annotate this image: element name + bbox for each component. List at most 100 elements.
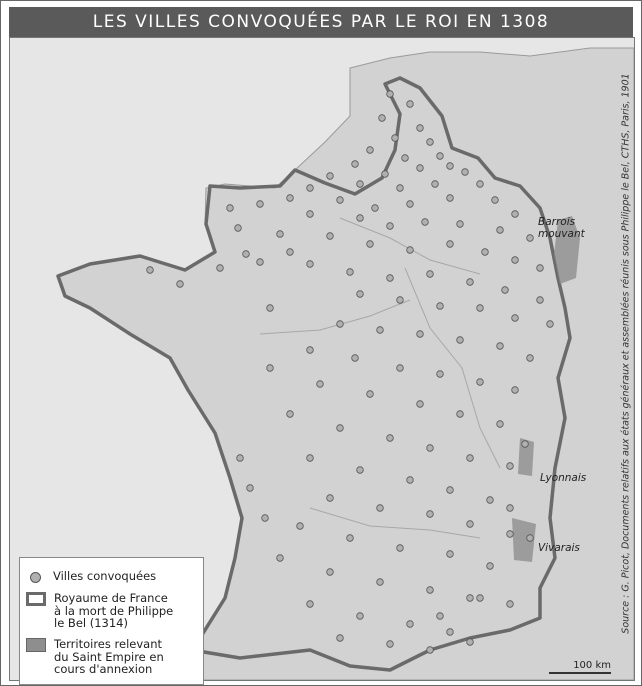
town-dot: [546, 320, 554, 328]
town-dot: [286, 194, 294, 202]
empire-barrois: [554, 216, 580, 284]
town-dot: [526, 234, 534, 242]
town-dot: [306, 454, 314, 462]
town-dot: [496, 342, 504, 350]
town-dot: [506, 600, 514, 608]
town-dot: [376, 504, 384, 512]
town-dot: [446, 486, 454, 494]
map-title: LES VILLES CONVOQUÉES PAR LE ROI EN 1308: [9, 7, 633, 37]
town-dot: [466, 638, 474, 646]
kingdom-swatch-icon: [26, 592, 46, 606]
town-dot: [356, 180, 364, 188]
town-dot: [506, 462, 514, 470]
town-dot: [506, 530, 514, 538]
town-dot-icon: [30, 572, 41, 583]
town-dot: [391, 134, 399, 142]
town-dot: [246, 484, 254, 492]
town-dot: [526, 354, 534, 362]
town-dot: [466, 278, 474, 286]
town-dot: [506, 504, 514, 512]
town-dot: [176, 280, 184, 288]
town-dot: [266, 364, 274, 372]
town-dot: [466, 594, 474, 602]
town-dot: [306, 210, 314, 218]
town-dot: [456, 410, 464, 418]
town-dot: [306, 600, 314, 608]
town-dot: [366, 240, 374, 248]
town-dot: [436, 612, 444, 620]
town-dot: [234, 224, 242, 232]
river: [309, 507, 481, 539]
town-dot: [406, 100, 414, 108]
town-dot: [306, 184, 314, 192]
town-dot: [376, 326, 384, 334]
legend-kingdom-line-2: à la mort de Philippe: [54, 603, 174, 618]
town-dot: [396, 184, 404, 192]
town-dot: [511, 210, 519, 218]
label-barrois-line-2: mouvant: [538, 228, 585, 240]
town-dot: [476, 378, 484, 386]
map-canvas: [56, 47, 634, 680]
label-vivarais: Vivarais: [538, 542, 580, 554]
legend-empire-label: Territoires relevant du Saint Empire en …: [54, 638, 164, 676]
town-dot: [381, 170, 389, 178]
town-dot: [261, 514, 269, 522]
town-dot: [386, 640, 394, 648]
label-barrois: Barrois mouvant: [538, 216, 585, 240]
town-dot: [416, 400, 424, 408]
town-dot: [336, 196, 344, 204]
town-dot: [526, 534, 534, 542]
empire-lyonnais: [518, 438, 534, 476]
town-dot: [496, 226, 504, 234]
town-dot: [511, 256, 519, 264]
town-dot: [356, 214, 364, 222]
legend-kingdom-label: Royaume de France à la mort de Philippe …: [54, 592, 173, 630]
town-dot: [386, 274, 394, 282]
town-dot: [346, 268, 354, 276]
town-dot: [426, 646, 434, 654]
town-dot: [371, 204, 379, 212]
town-dot: [426, 270, 434, 278]
town-dot: [296, 522, 304, 530]
town-dot: [486, 496, 494, 504]
town-dot: [286, 410, 294, 418]
town-dot: [476, 594, 484, 602]
legend-empire-line-1: Territoires relevant: [54, 637, 163, 651]
label-barrois-line-1: Barrois: [538, 216, 576, 228]
legend-towns: Villes convoquées: [26, 570, 156, 583]
town-dot: [476, 180, 484, 188]
town-dot: [366, 390, 374, 398]
legend-empire-line-2: du Saint Empire en: [54, 649, 164, 664]
town-dot: [446, 550, 454, 558]
town-dot: [491, 196, 499, 204]
town-dot: [276, 230, 284, 238]
town-dot: [436, 370, 444, 378]
town-dot: [401, 154, 409, 162]
town-dot: [406, 246, 414, 254]
town-dot: [466, 520, 474, 528]
town-dot: [416, 124, 424, 132]
scale-bar: 100 km: [549, 660, 611, 674]
town-dot: [406, 620, 414, 628]
town-dot: [446, 162, 454, 170]
town-dot: [446, 628, 454, 636]
town-dot: [436, 152, 444, 160]
town-dot: [496, 420, 504, 428]
town-dot: [306, 346, 314, 354]
town-dot: [326, 494, 334, 502]
town-dot: [236, 454, 244, 462]
town-dot: [386, 222, 394, 230]
town-dot: [511, 386, 519, 394]
town-dot: [356, 466, 364, 474]
label-lyonnais: Lyonnais: [540, 472, 587, 484]
town-dot: [242, 250, 250, 258]
town-dot: [481, 248, 489, 256]
town-dot: [396, 296, 404, 304]
town-dot: [356, 290, 364, 298]
map-legend: Villes convoquées Royaume de France à la…: [19, 557, 204, 685]
town-dot: [426, 510, 434, 518]
empire-vivarais: [512, 518, 536, 562]
town-dot: [456, 220, 464, 228]
legend-kingdom-line-1: Royaume de France: [54, 591, 168, 605]
